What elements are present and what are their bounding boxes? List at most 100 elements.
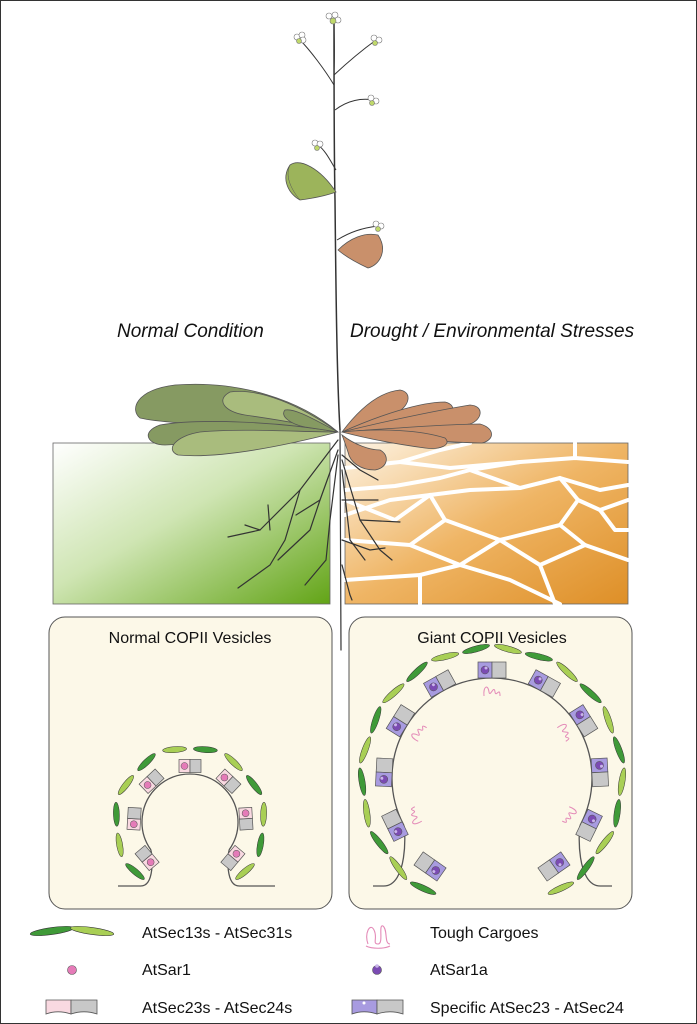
sec23-sec24-block	[220, 844, 246, 872]
sar1a-highlight	[484, 666, 488, 670]
tough-cargo	[561, 806, 577, 823]
flower-stalks	[299, 19, 379, 241]
sec24-subunit	[134, 844, 153, 863]
sec31-subunit	[235, 863, 255, 880]
sec31-subunit	[382, 683, 405, 704]
plant	[135, 11, 492, 471]
legend-specific-sec23-sec24-label: Specific AtSec23 - AtSec24	[430, 1000, 624, 1017]
vesicle-membrane	[118, 773, 275, 887]
cargo-coil	[556, 723, 570, 742]
sec24-subunit	[223, 776, 242, 795]
sec13-subunit	[193, 746, 218, 753]
sec31-subunit	[431, 652, 460, 662]
normal-condition-label: Normal Condition	[117, 321, 264, 342]
sec23-sec24-block	[590, 757, 609, 788]
sec13-subunit	[613, 799, 621, 828]
sec23-sec24-block	[575, 808, 603, 842]
sec24-subunit	[491, 661, 507, 679]
legend-cargo-icon	[365, 925, 391, 949]
sec31-subunit	[595, 831, 614, 855]
sec23-sec24-block	[537, 851, 571, 882]
sar1a-highlight	[591, 819, 595, 823]
sec13-subunit	[576, 856, 595, 880]
sar1a-highlight	[538, 677, 542, 681]
sar1a-protein	[555, 858, 564, 867]
sar1-protein	[220, 773, 229, 782]
sec24-subunit	[413, 851, 436, 874]
legend-sec23-sec24-label: AtSec23s - AtSec24s	[142, 1000, 292, 1017]
sec13-subunit	[524, 652, 553, 662]
sec13-subunit	[358, 767, 367, 796]
sar1-protein	[146, 858, 155, 866]
sec23-sec24-block	[138, 768, 165, 795]
sec13-subunit	[256, 832, 265, 857]
sec23-sec24-block	[423, 669, 457, 698]
sar1a-highlight	[431, 683, 435, 687]
rosette-drought	[341, 389, 492, 471]
legend-sar1a-icon	[372, 964, 382, 975]
sec23-sec24-block	[238, 807, 254, 831]
tough-cargo	[483, 686, 501, 697]
sec23-sec24-block	[126, 807, 142, 831]
sec31-subunit	[117, 775, 134, 795]
sec13-subunit	[462, 644, 490, 654]
giant-copii-vesicle	[358, 644, 626, 895]
legend-sec23-sec24-icon	[45, 999, 98, 1015]
sar1-protein	[232, 850, 241, 858]
legend: AtSec13s - AtSec31s AtSar1 AtSec23s - At…	[29, 925, 624, 1017]
cargo-coil	[561, 806, 577, 823]
sec13-subunit	[125, 863, 145, 880]
legend-specific-sec23-sec24-icon	[351, 999, 404, 1015]
drought-soil	[343, 441, 630, 606]
sec24-subunit	[239, 817, 254, 831]
sec31-subunit	[556, 661, 578, 682]
sar1-protein	[180, 762, 189, 770]
sec31-subunit	[389, 856, 408, 880]
cargo-coil	[410, 806, 423, 825]
sec24-subunit	[220, 853, 239, 872]
legend-sar1-label: AtSar1	[142, 962, 191, 979]
sec24-subunit	[537, 859, 560, 882]
sec31-subunit	[494, 644, 522, 654]
sar1a-protein	[429, 682, 438, 692]
sec31-subunit	[115, 832, 124, 857]
sar1a-protein	[393, 827, 403, 836]
cargo-coil	[483, 686, 501, 697]
sec31-subunit	[359, 736, 371, 764]
sec24-subunit	[127, 807, 142, 820]
sec23-sec24-block	[527, 669, 561, 698]
tough-cargo	[556, 723, 570, 742]
sec31-subunit	[224, 753, 243, 771]
sec23-sec24-block	[381, 808, 409, 842]
sec31-subunit	[363, 799, 371, 828]
sar1-protein	[143, 781, 152, 789]
sec23-sec24-block	[568, 704, 599, 738]
normal-soil	[52, 442, 331, 605]
sar1a-highlight	[394, 830, 398, 834]
giant-vesicle-panel: Giant COPII Vesicles	[348, 616, 633, 910]
sec31-subunit	[547, 881, 574, 895]
normal-copii-vesicle	[113, 746, 275, 887]
sec23-sec24-block	[385, 704, 416, 738]
stress-condition-label: Drought / Environmental Stresses	[350, 321, 635, 342]
sec23-sec24-block	[178, 759, 202, 773]
sec13-subunit	[613, 736, 625, 764]
flower-clusters	[293, 11, 385, 232]
sec31-subunit	[260, 802, 267, 827]
sec13-subunit	[410, 881, 437, 895]
sec13-subunit	[579, 683, 602, 704]
legend-sec13-sec31-icon	[29, 926, 115, 936]
sec23-sec24-block	[477, 661, 507, 679]
sar1a-highlight	[380, 776, 384, 780]
sec23-sec24-block	[134, 844, 160, 872]
legend-cargo-label: Tough Cargoes	[430, 925, 539, 942]
sec13-subunit	[113, 802, 120, 827]
sec31-subunit	[617, 767, 626, 796]
cauline-leaf-green	[285, 162, 337, 201]
legend-sar1a-label: AtSar1a	[430, 962, 488, 979]
sar1a-highlight	[600, 764, 604, 768]
sar1a-highlight	[394, 723, 398, 727]
roots	[227, 429, 401, 651]
sar1-protein	[130, 820, 138, 828]
